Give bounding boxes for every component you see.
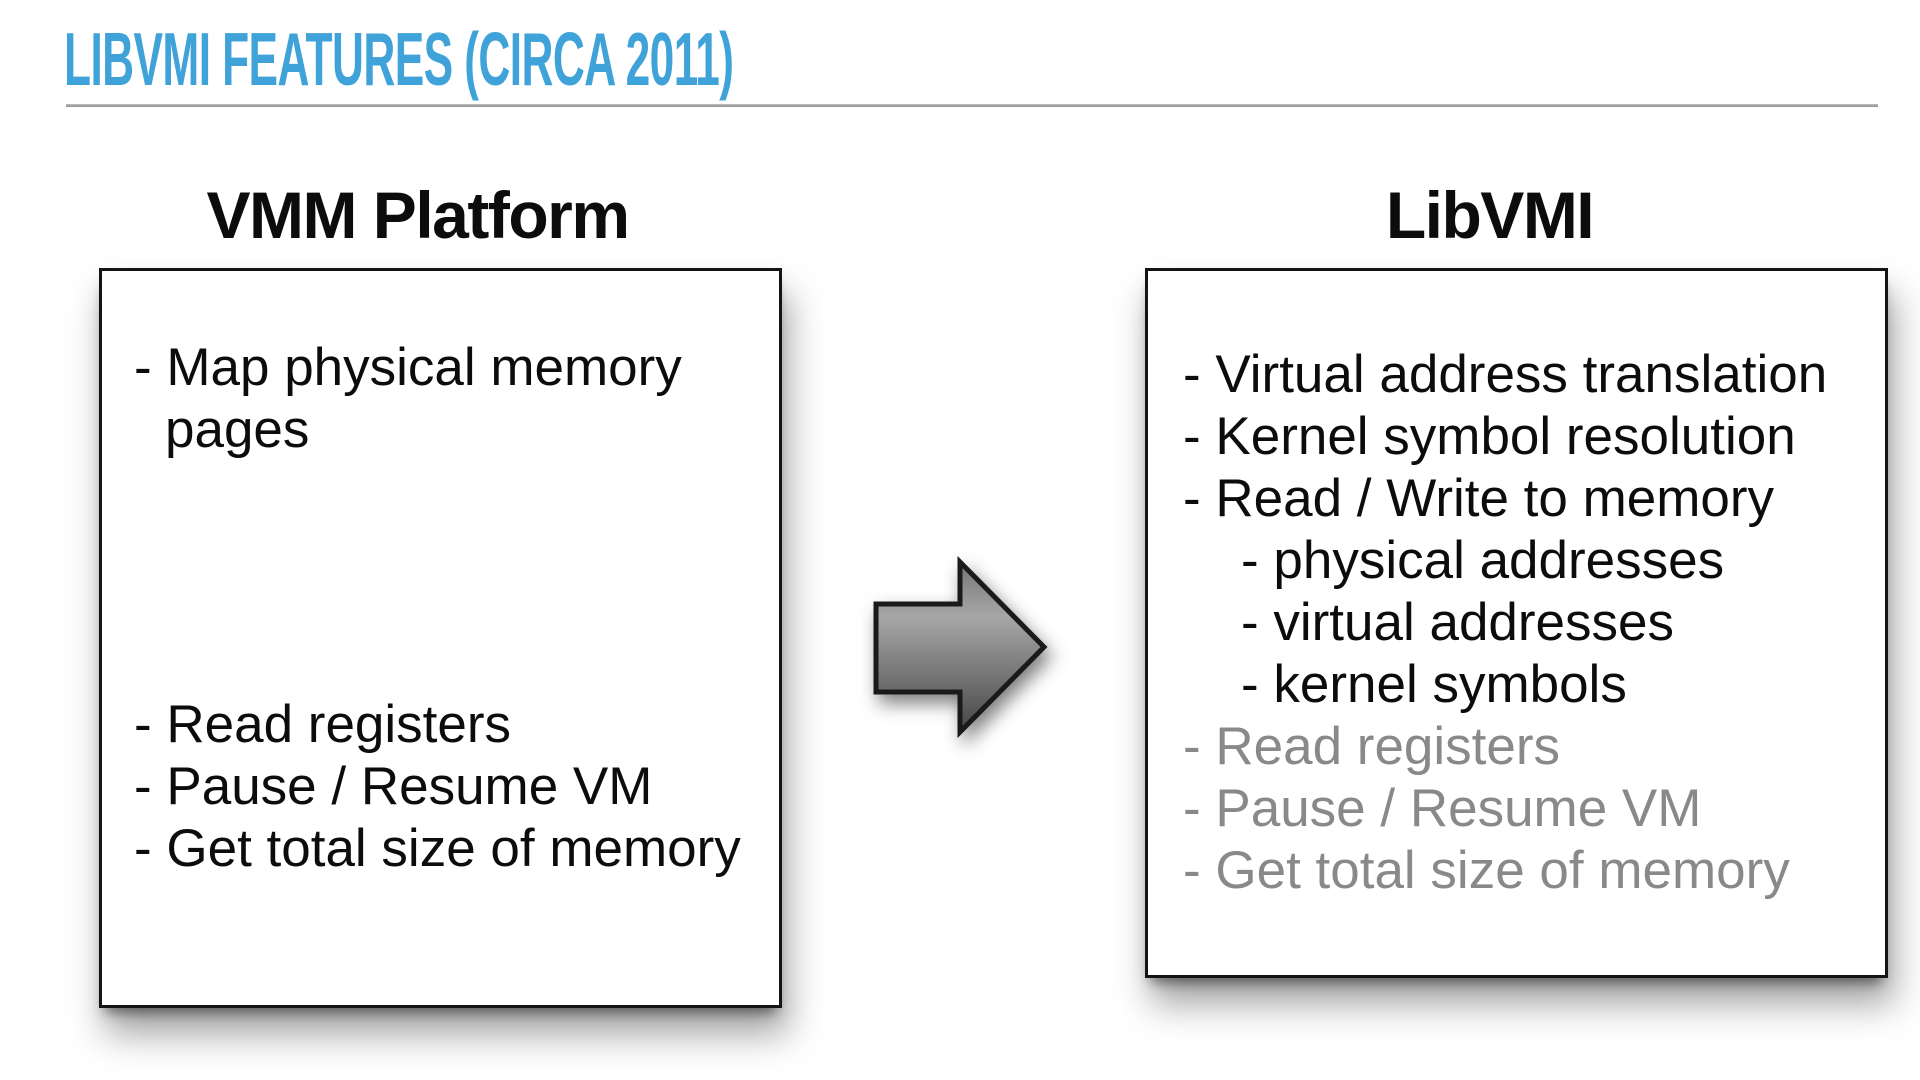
list-item: - Kernel symbol resolution: [1183, 407, 1796, 466]
vmm-feature-list-bottom: - Read registers - Pause / Resume VM - G…: [102, 694, 779, 880]
list-item: - kernel symbols: [1241, 655, 1627, 714]
list-item: - virtual addresses: [1241, 593, 1675, 652]
list-item: - Get total size of memory: [134, 819, 741, 878]
list-item: - Read / Write to memory: [1183, 469, 1774, 528]
list-item: - Read registers: [134, 695, 512, 754]
list-item: - Pause / Resume VM: [1183, 779, 1702, 838]
libvmi-box: - Virtual address translation - Kernel s…: [1145, 268, 1888, 978]
list-item: - physical addresses: [1241, 531, 1725, 590]
vmm-platform-box: - Map physical memory pages - Read regis…: [99, 268, 782, 1008]
libvmi-feature-list: - Virtual address translation - Kernel s…: [1148, 271, 1885, 902]
list-item: - Read registers: [1183, 717, 1561, 776]
libvmi-heading: LibVMI: [1385, 178, 1595, 252]
list-item: - Get total size of memory: [1183, 841, 1790, 900]
right-arrow-icon: [870, 555, 1054, 740]
list-item: - Virtual address translation: [1183, 345, 1828, 404]
list-item: - Map physical memory pages: [134, 338, 682, 459]
vmm-platform-heading: VMM Platform: [206, 178, 630, 252]
title-divider: [66, 104, 1878, 107]
list-item: - Pause / Resume VM: [134, 757, 653, 816]
page-title: LIBVMI FEATURES (CIRCA 2011): [64, 17, 734, 101]
vmm-feature-list-top: - Map physical memory pages: [102, 337, 779, 461]
